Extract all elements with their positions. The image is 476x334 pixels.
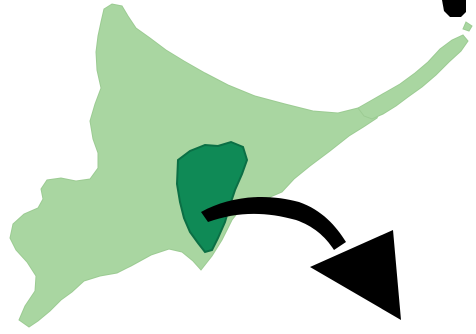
arrow-head bbox=[310, 230, 401, 320]
eastern-peninsula bbox=[357, 34, 469, 120]
curved-arrow-icon bbox=[201, 196, 401, 320]
corner-mark-icon bbox=[442, 0, 466, 17]
islet bbox=[462, 21, 473, 32]
arrow-shaft bbox=[201, 196, 346, 250]
